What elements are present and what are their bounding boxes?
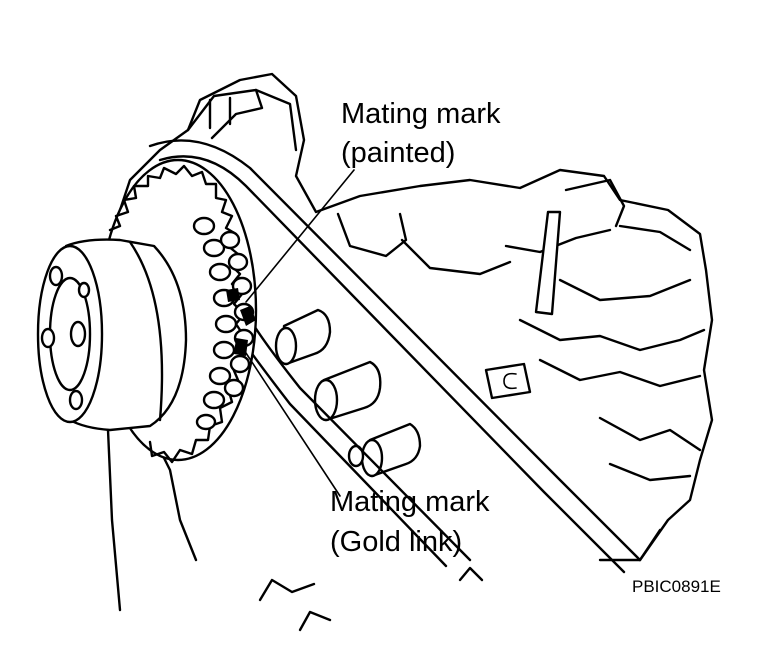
camshaft-lobes (274, 308, 422, 478)
figure-code: PBIC0891E (632, 577, 721, 596)
leader-line-painted (245, 169, 355, 303)
label-gold-link-line1: Mating mark (330, 486, 490, 518)
label-painted-mark-line2: (painted) (341, 137, 456, 169)
label-gold-link-line2: (Gold link) (330, 526, 463, 558)
leader-line-gold-link (243, 349, 341, 497)
chain-links (192, 216, 255, 431)
painted-mark (226, 288, 240, 302)
camshaft-hub (36, 238, 188, 432)
label-painted-mark-line1: Mating mark (341, 98, 501, 130)
